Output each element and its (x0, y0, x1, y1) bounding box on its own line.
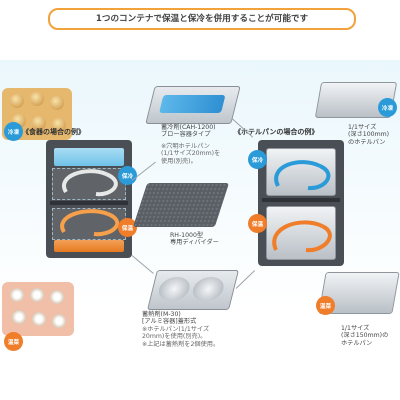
heat-agent-panel (54, 240, 124, 252)
hot-hotel-pan (266, 206, 336, 260)
divider-caption: RH-1000型 専用ディバイダー (170, 232, 219, 247)
cold-dishes-tray-image (2, 88, 72, 140)
keep-warm-badge-right: 保温 (248, 214, 267, 233)
hot-dishes-tray-image (2, 282, 74, 336)
cold-agent-tray-image (145, 86, 241, 124)
divider-bar-right (262, 198, 340, 202)
left-container (46, 140, 132, 258)
heat-agent-tray-image (147, 270, 239, 310)
cold-agent-caption: 蓄冷剤(CAH-1200) ブロー容器タイプ (161, 124, 216, 139)
left-airflow-arrows (60, 169, 120, 237)
hot-badge-left: 温菜 (4, 332, 23, 351)
keep-cold-badge-right: 保冷 (248, 150, 267, 169)
cold-badge-right: 冷凍 (378, 98, 397, 117)
divider-image (132, 183, 230, 227)
right-airflow-arrows (272, 160, 332, 253)
headline: 1つのコンテナで保温と保冷を併用することが可能です (48, 8, 356, 30)
hot-badge-right: 温菜 (316, 296, 335, 315)
right-container (258, 140, 344, 266)
keep-warm-badge-left: 保温 (118, 218, 137, 237)
heat-agent-caption: 蓄熱剤(M-30) [アルミ容器]蓋形式 (142, 311, 197, 326)
right-section-title: 《ホテルパンの場合の例》 (234, 128, 319, 136)
cold-agent-note: ※穴明ホテルパン (1/1サイズ20mm)を 使用(別売)。 (161, 143, 221, 165)
left-section-title: 《食器の場合の例》 (22, 128, 85, 136)
pan-large-caption: 1/1サイズ (深さ150mm)の ホテルパン (341, 325, 389, 347)
cold-badge-left: 冷凍 (4, 122, 23, 141)
pan-small-caption: 1/1サイズ (深さ100mm) のホテルパン (348, 124, 390, 146)
cold-agent-panel (54, 148, 124, 166)
keep-cold-badge-left: 保冷 (118, 166, 137, 185)
divider-bar (50, 201, 128, 205)
heat-agent-note: ※ホテルパン(1/1サイズ 20mm)を使用(別売)。 ※上記は蓄熱剤を2個使用… (142, 326, 220, 348)
